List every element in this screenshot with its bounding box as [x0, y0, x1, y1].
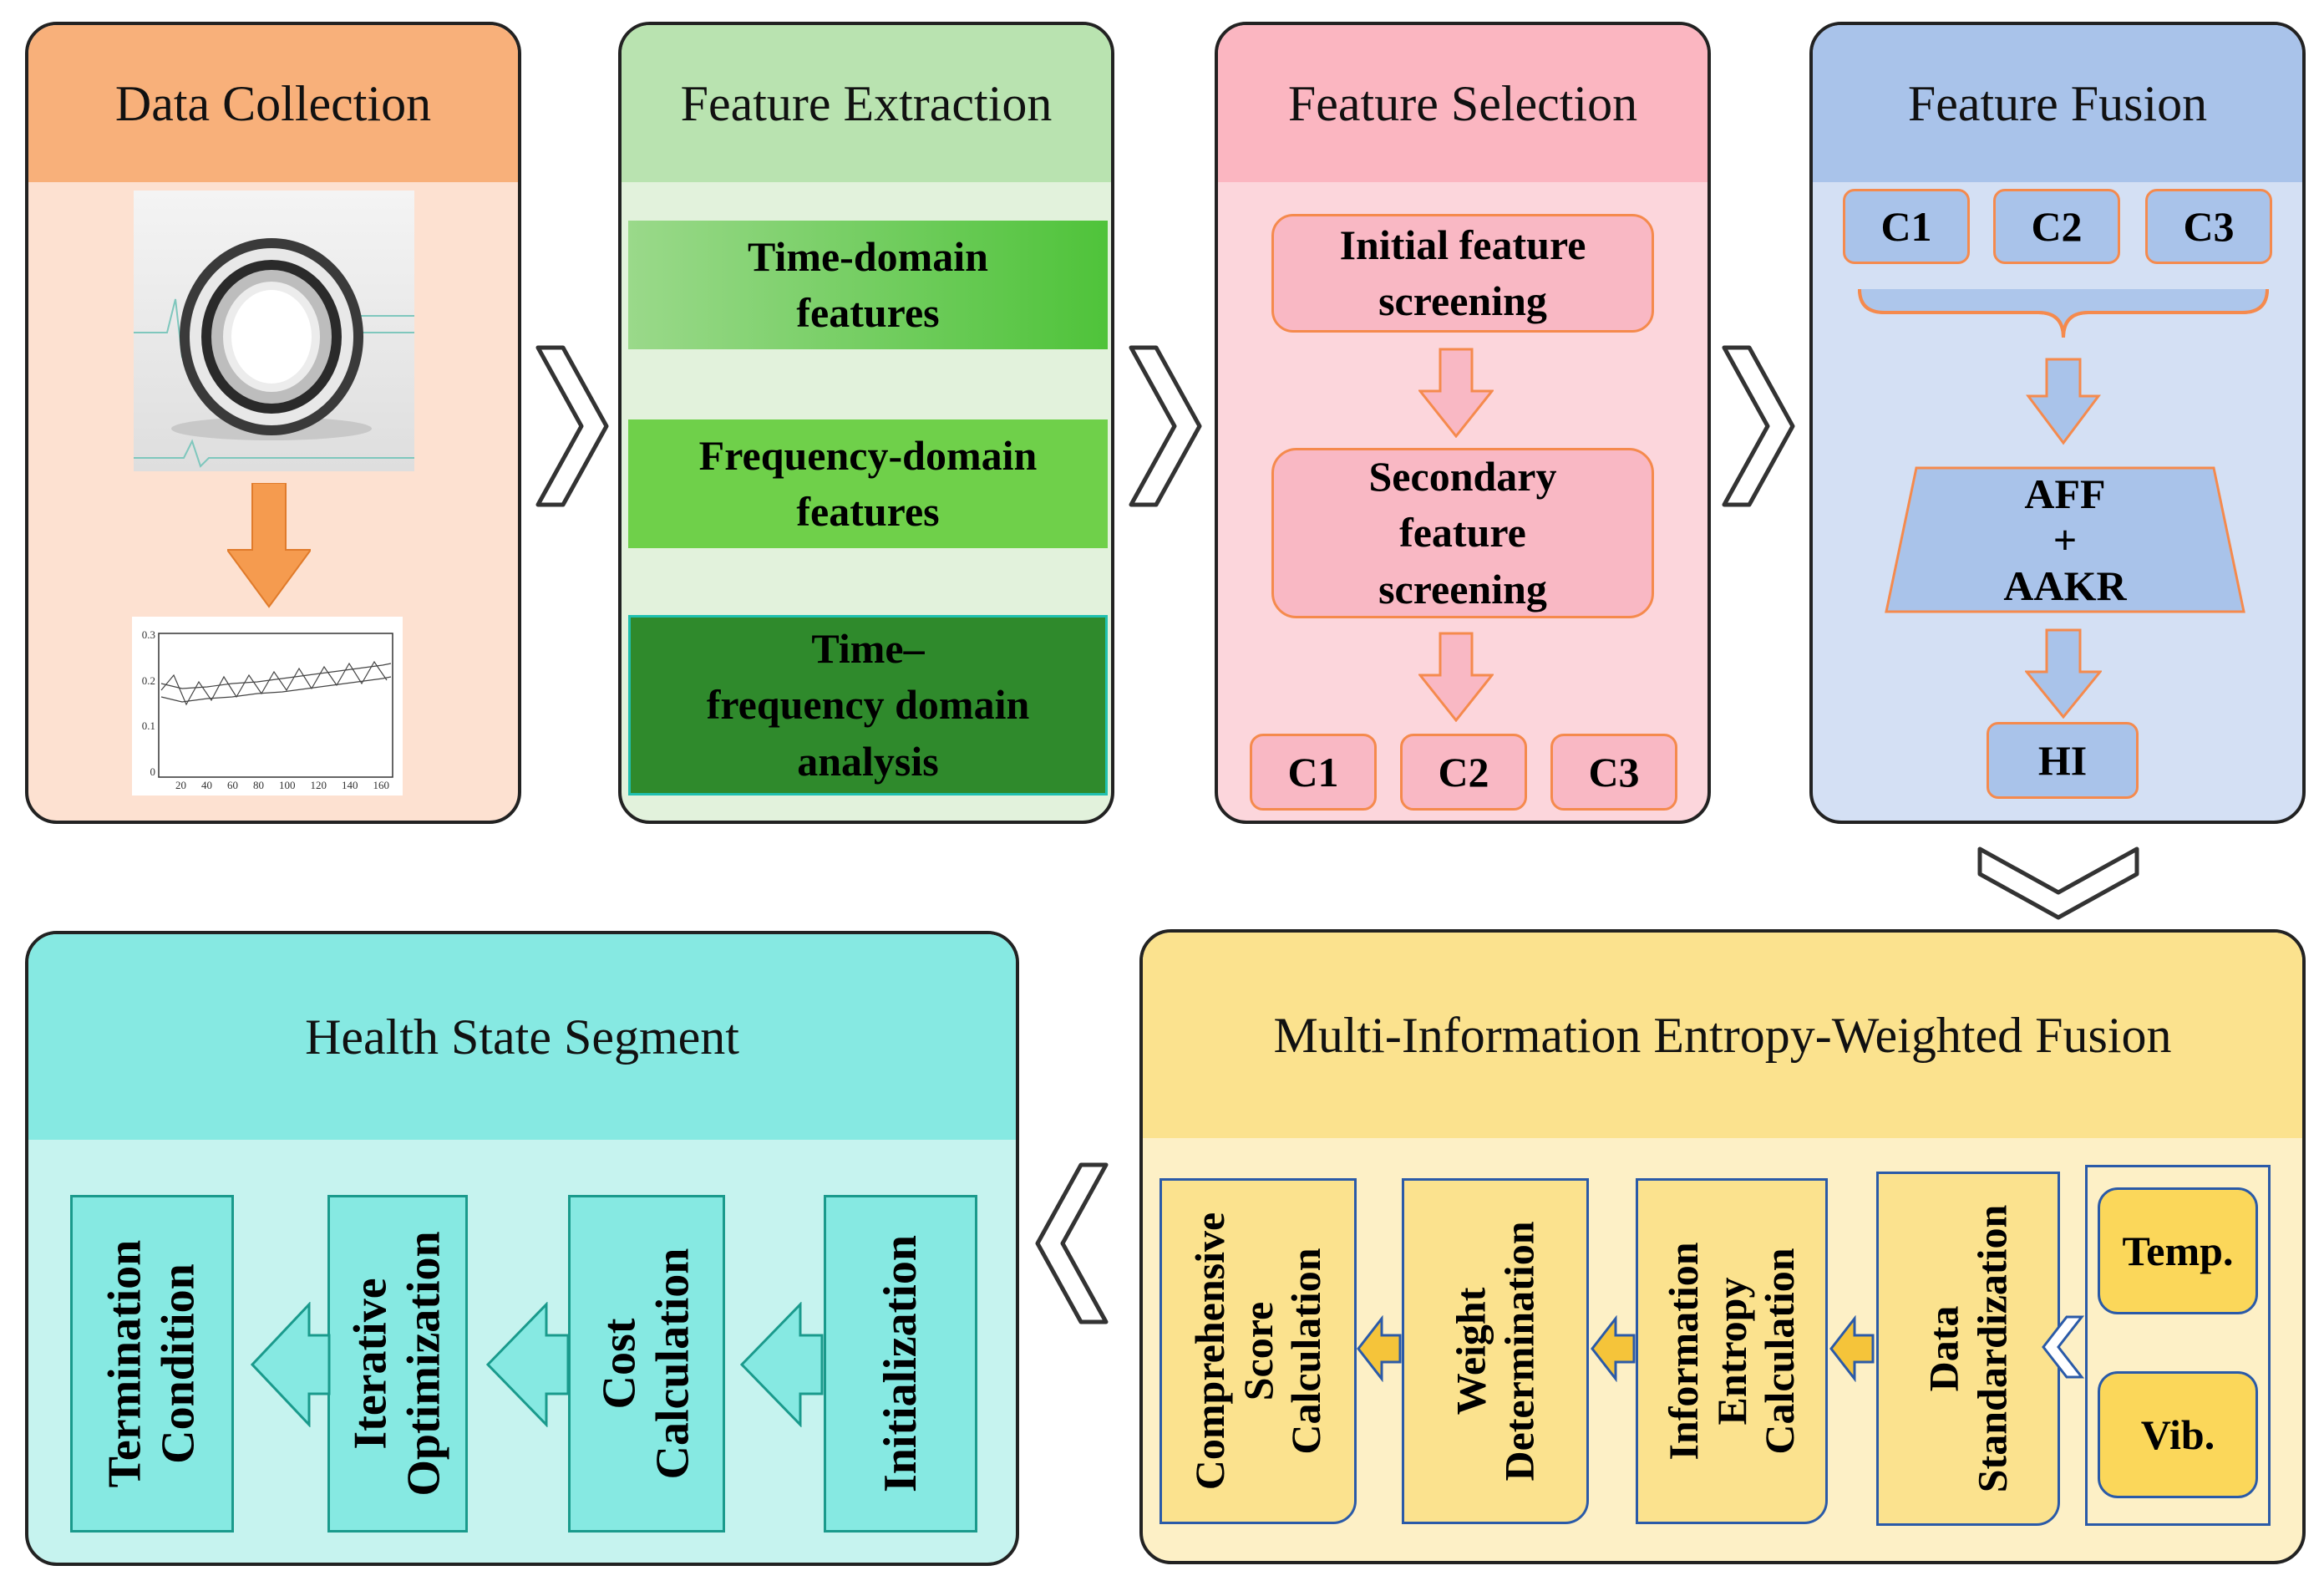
step-information-entropy: Information Entropy Calculation — [1636, 1178, 1828, 1524]
secondary-screening-box: Secondary feature screening — [1271, 448, 1654, 618]
step-termination-condition: Termination Condition — [70, 1195, 234, 1533]
step-weight-determination-label: Weight Determination — [1447, 1221, 1543, 1482]
y-tick-label: 0.2 — [141, 674, 155, 687]
entropy-fusion-title: Multi-Information Entropy-Weighted Fusio… — [1143, 933, 2302, 1138]
chevron-right-icon — [535, 345, 609, 507]
blue-down-arrow-icon — [2025, 628, 2102, 719]
chevron-down-icon — [1977, 846, 2139, 920]
cyan-left-arrow-icon — [486, 1302, 570, 1427]
orange-down-arrow-icon — [227, 483, 311, 608]
x-tick-label: 160 — [373, 779, 390, 791]
step-comprehensive-score-label: Comprehensive Score Calculation — [1185, 1212, 1329, 1491]
step-data-standardization: Data Standardization — [1876, 1172, 2060, 1526]
aff-aakr-label: AFF + AAKR — [2003, 470, 2127, 609]
selection-c2-box: C2 — [1400, 734, 1527, 811]
x-tick-label: 40 — [201, 779, 212, 791]
y-tick-label: 0.3 — [141, 628, 155, 641]
yellow-left-arrow-icon — [1829, 1315, 1875, 1382]
y-tick-label: 0.1 — [141, 719, 155, 733]
step-data-standardization-label: Data Standardization — [1920, 1204, 2016, 1493]
yellow-left-arrow-icon — [1591, 1315, 1636, 1382]
vib-box: Vib. — [2098, 1371, 2258, 1498]
hi-box: HI — [1987, 722, 2139, 799]
step-initialization: Initialization — [824, 1195, 977, 1533]
frequency-domain-features-box: Frequency-domain features — [628, 419, 1108, 548]
x-tick-label: 20 — [175, 779, 186, 791]
x-tick-label: 120 — [310, 779, 327, 791]
chevron-right-icon — [1129, 345, 1202, 507]
pink-down-arrow-icon — [1418, 348, 1494, 438]
feature-selection-title: Feature Selection — [1218, 25, 1707, 182]
x-tick-label: 140 — [342, 779, 358, 791]
degradation-chart: 0.3 0.2 0.1 0 20 40 60 80 100 120 140 16… — [132, 617, 403, 796]
step-iterative-optimization: Iterative Optimization — [327, 1195, 468, 1533]
step-iterative-label: Iterative Optimization — [344, 1231, 450, 1497]
feature-extraction-title: Feature Extraction — [622, 25, 1111, 182]
feature-fusion-title: Feature Fusion — [1813, 25, 2302, 182]
initial-screening-box: Initial feature screening — [1271, 214, 1654, 333]
x-tick-label: 100 — [279, 779, 296, 791]
cyan-left-arrow-icon — [251, 1302, 331, 1427]
step-termination-label: Termination Condition — [99, 1239, 205, 1488]
merge-brace-icon — [1858, 288, 2269, 445]
step-cost-label: Cost Calculation — [593, 1248, 699, 1480]
chevron-right-icon — [1722, 345, 1795, 507]
step-cost-calculation: Cost Calculation — [568, 1195, 725, 1533]
small-chevron-left-icon — [2042, 1315, 2085, 1379]
bearing-image — [134, 191, 414, 471]
pink-down-arrow-icon — [1418, 632, 1494, 722]
sensor-group: Temp. Vib. — [2085, 1165, 2271, 1526]
x-tick-label: 60 — [227, 779, 238, 791]
x-tick-label: 80 — [253, 779, 264, 791]
time-frequency-analysis-box: Time– frequency domain analysis — [628, 615, 1108, 796]
y-tick-label: 0 — [150, 765, 156, 778]
fusion-c1-box: C1 — [1843, 189, 1970, 264]
step-initialization-label: Initialization — [874, 1234, 926, 1493]
data-collection-title: Data Collection — [28, 25, 518, 182]
time-domain-features-box: Time-domain features — [628, 221, 1108, 349]
step-comprehensive-score: Comprehensive Score Calculation — [1159, 1178, 1357, 1524]
fusion-c3-box: C3 — [2145, 189, 2272, 264]
chevron-left-icon — [1035, 1162, 1109, 1324]
cyan-left-arrow-icon — [740, 1302, 824, 1427]
selection-c3-box: C3 — [1550, 734, 1677, 811]
step-information-entropy-label: Information Entropy Calculation — [1659, 1242, 1803, 1461]
temp-box: Temp. — [2098, 1187, 2258, 1314]
aff-aakr-trapezoid — [1885, 466, 2245, 613]
step-weight-determination: Weight Determination — [1402, 1178, 1589, 1524]
selection-c1-box: C1 — [1250, 734, 1377, 811]
fusion-c2-box: C2 — [1993, 189, 2120, 264]
yellow-left-arrow-icon — [1357, 1315, 1402, 1382]
health-state-title: Health State Segment — [28, 934, 1016, 1140]
